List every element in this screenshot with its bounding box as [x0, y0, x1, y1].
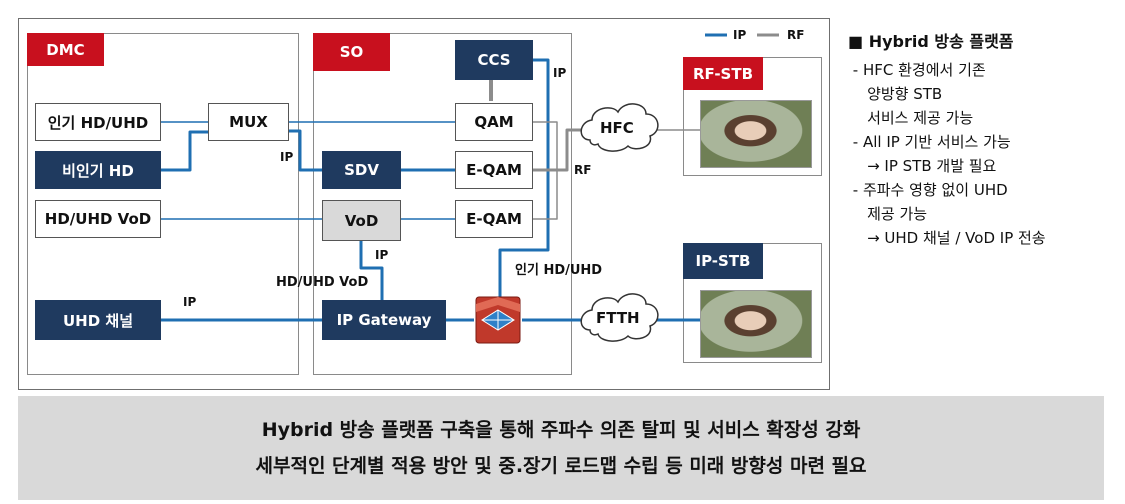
sdv-box: SDV — [322, 151, 401, 189]
ip-stb-screen-image — [700, 290, 812, 358]
notes-line: 제공 가능 — [848, 205, 928, 223]
uhd-channel-box: UHD 채널 — [35, 300, 161, 340]
notes-line: - All IP 기반 서비스 가능 — [848, 133, 1011, 151]
ftth-cloud-label: FTTH — [596, 309, 640, 327]
mux-box: MUX — [208, 103, 289, 141]
uhd-ip-label: IP — [183, 295, 197, 309]
summary-line-1: Hybrid 방송 플랫폼 구축을 통해 주파수 의존 탈피 및 서비스 확장성… — [261, 419, 861, 441]
legend-rf-text: RF — [787, 28, 805, 42]
vod-ip-label: IP — [375, 248, 389, 262]
popular-hd-uhd-line-label: 인기 HD/UHD — [515, 263, 603, 278]
network-switch-icon — [475, 296, 521, 344]
ccs-ip-label: IP — [553, 66, 567, 80]
ftth-cloud — [580, 293, 659, 342]
mux-ip-label: IP — [280, 150, 294, 164]
hd-uhd-vod-box: HD/UHD VoD — [35, 200, 161, 238]
eqam-box-2: E-QAM — [455, 200, 533, 238]
popular-hd-uhd-box: 인기 HD/UHD — [35, 103, 161, 141]
so-label: SO — [313, 33, 390, 71]
ip-stb-label: IP-STB — [683, 243, 763, 279]
vod-server-box: VoD — [322, 200, 401, 241]
qam-box: QAM — [455, 103, 533, 141]
ccs-box: CCS — [455, 40, 533, 80]
rf-stb-screen-image — [700, 100, 812, 168]
rf-stb-label: RF-STB — [683, 57, 763, 90]
wire-nonpopular-mux — [161, 130, 208, 172]
summary-line-2: 세부적인 단계별 적용 방안 및 중.장기 로드맵 수립 등 미래 방향성 마련… — [255, 455, 867, 477]
rf-label: RF — [574, 163, 592, 177]
ip-gateway-box: IP Gateway — [322, 300, 446, 340]
dmc-label: DMC — [27, 33, 104, 66]
notes-line: - HFC 환경에서 기존 — [848, 61, 986, 79]
summary-banner: Hybrid 방송 플랫폼 구축을 통해 주파수 의존 탈피 및 서비스 확장성… — [18, 396, 1104, 500]
eqam-box-1: E-QAM — [455, 151, 533, 189]
hd-uhd-vod-line-label: HD/UHD VoD — [276, 275, 369, 290]
wire-vod-gateway — [359, 241, 384, 300]
notes-line: 서비스 제공 가능 — [848, 109, 974, 127]
notes-line: 양방향 STB — [848, 85, 943, 103]
wire-rf-hfc — [557, 128, 583, 172]
notes-panel: ■ Hybrid 방송 플랫폼 - HFC 환경에서 기존 양방향 STB 서비… — [848, 30, 1118, 250]
notes-line: - 주파수 영향 없이 UHD — [848, 181, 1008, 199]
legend-ip-text: IP — [733, 28, 747, 42]
hfc-cloud — [580, 103, 659, 152]
wire-ccs-switch — [498, 58, 550, 298]
hfc-cloud-label: HFC — [600, 119, 634, 137]
notes-line: → UHD 채널 / VoD IP 전송 — [848, 229, 1046, 247]
wire-mux-sdv — [289, 129, 322, 172]
notes-line: → IP STB 개발 필요 — [848, 157, 997, 175]
notes-title: ■ Hybrid 방송 플랫폼 — [848, 32, 1014, 51]
nonpopular-hd-box: 비인기 HD — [35, 151, 161, 189]
